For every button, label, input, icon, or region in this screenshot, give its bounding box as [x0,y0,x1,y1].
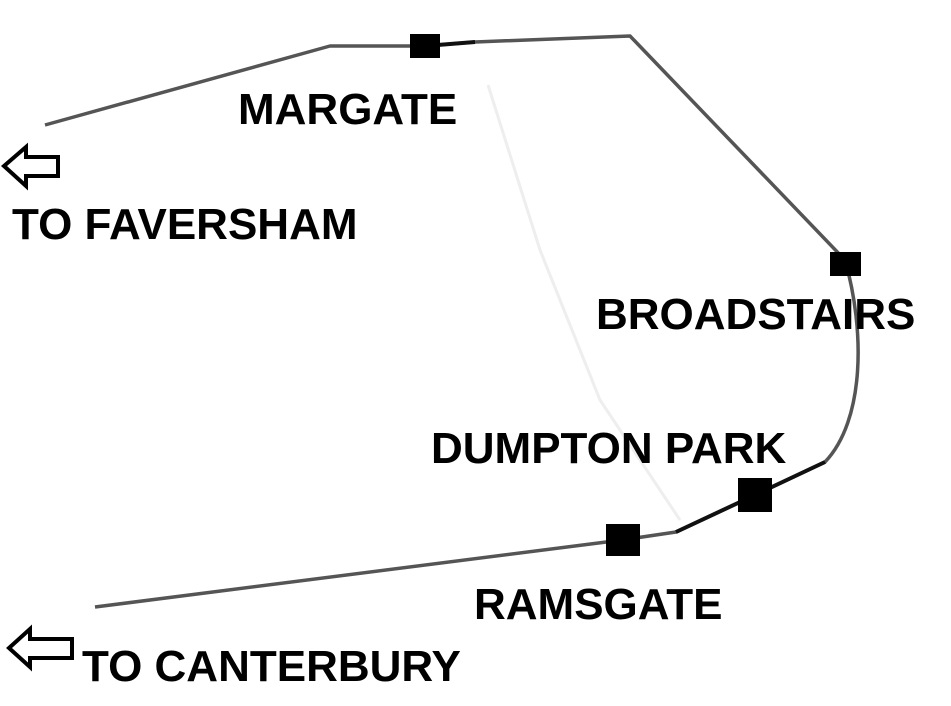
station-marker-margate [410,34,440,58]
station-label-dumpton-park: DUMPTON PARK [431,424,787,473]
station-marker-broadstairs [830,252,861,276]
station-label-margate: MARGATE [238,85,458,134]
station-label-ramsgate: RAMSGATE [474,580,723,629]
arrow-left-icon [6,624,74,672]
arrow-left-icon [0,142,60,191]
railway-line [44,34,860,609]
direction-label-faversham: TO FAVERSHAM [12,200,358,249]
direction-label-canterbury: TO CANTERBURY [82,642,461,691]
disused-line-trace [486,84,682,521]
station-marker-dumpton-park [738,478,772,512]
station-marker-ramsgate [606,524,640,556]
station-label-broadstairs: BROADSTAIRS [596,290,916,339]
